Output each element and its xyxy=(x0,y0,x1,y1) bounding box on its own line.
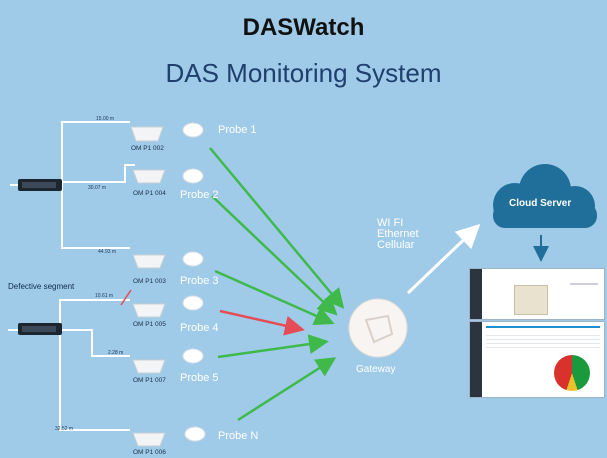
cable-length-4: 10.61 m xyxy=(95,293,114,299)
gateway-label: Gateway xyxy=(356,364,396,375)
dashboard-top-line xyxy=(570,283,598,285)
dashboard-top-map xyxy=(514,285,548,315)
splitter-bottom xyxy=(18,323,62,335)
cloud-shape xyxy=(493,164,597,228)
cable-length-3: 44.93 m xyxy=(98,249,117,255)
connectivity-wifi: WI FI xyxy=(377,217,404,229)
antenna-label-n: OM P1 006 xyxy=(133,449,166,456)
antenna-label-4: OM P1 005 xyxy=(133,321,166,328)
probe-arrows xyxy=(209,147,345,422)
defect-mark xyxy=(120,289,132,306)
cable-tree-bottom xyxy=(8,299,130,431)
antennas xyxy=(130,126,166,447)
probe-label-4: Probe 4 xyxy=(180,322,219,334)
splitter-top xyxy=(18,179,62,191)
defective-segment-label: Defective segment xyxy=(8,282,75,291)
uplink-arrow xyxy=(406,223,481,295)
dashboard-bottom-sidebar xyxy=(470,322,482,397)
cable-length-5: 2.28 m xyxy=(108,350,124,356)
connectivity-list: WI FI Ethernet Cellular xyxy=(377,218,419,251)
dashboard-screenshot-top xyxy=(469,268,605,320)
page-title: DASWatch xyxy=(242,14,365,41)
probe-label-2: Probe 2 xyxy=(180,189,219,201)
connectivity-cellular: Cellular xyxy=(377,239,415,251)
probe-label-1: Probe 1 xyxy=(218,124,257,136)
cable-length-2: 30.07 m xyxy=(88,185,107,191)
probe-label-5: Probe 5 xyxy=(180,372,219,384)
probe-label-n: Probe N xyxy=(218,430,259,442)
dashboard-bottom-table xyxy=(486,332,600,350)
cloud-server-label: Cloud Server xyxy=(509,198,572,209)
probe-label-3: Probe 3 xyxy=(180,275,219,287)
antenna-label-1: OM P1 002 xyxy=(131,145,164,152)
dashboard-screenshot-bottom xyxy=(469,321,605,398)
connectivity-ethernet: Ethernet xyxy=(377,228,419,240)
cable-tree-top xyxy=(10,121,135,249)
antenna-label-3: OM P1 003 xyxy=(133,278,166,285)
dashboard-pie-chart xyxy=(554,355,590,391)
gateway-device xyxy=(348,298,408,358)
dashboard-bottom-header xyxy=(486,326,600,328)
page-subtitle: DAS Monitoring System xyxy=(165,58,442,88)
cable-length-1: 15.00 m xyxy=(96,116,115,122)
antenna-label-2: OM P1 004 xyxy=(133,190,166,197)
probe-discs xyxy=(182,122,206,442)
dashboard-top-sidebar xyxy=(470,269,482,319)
antenna-label-5: OM P1 007 xyxy=(133,377,166,384)
cable-length-n: 32.52 m xyxy=(55,426,74,432)
